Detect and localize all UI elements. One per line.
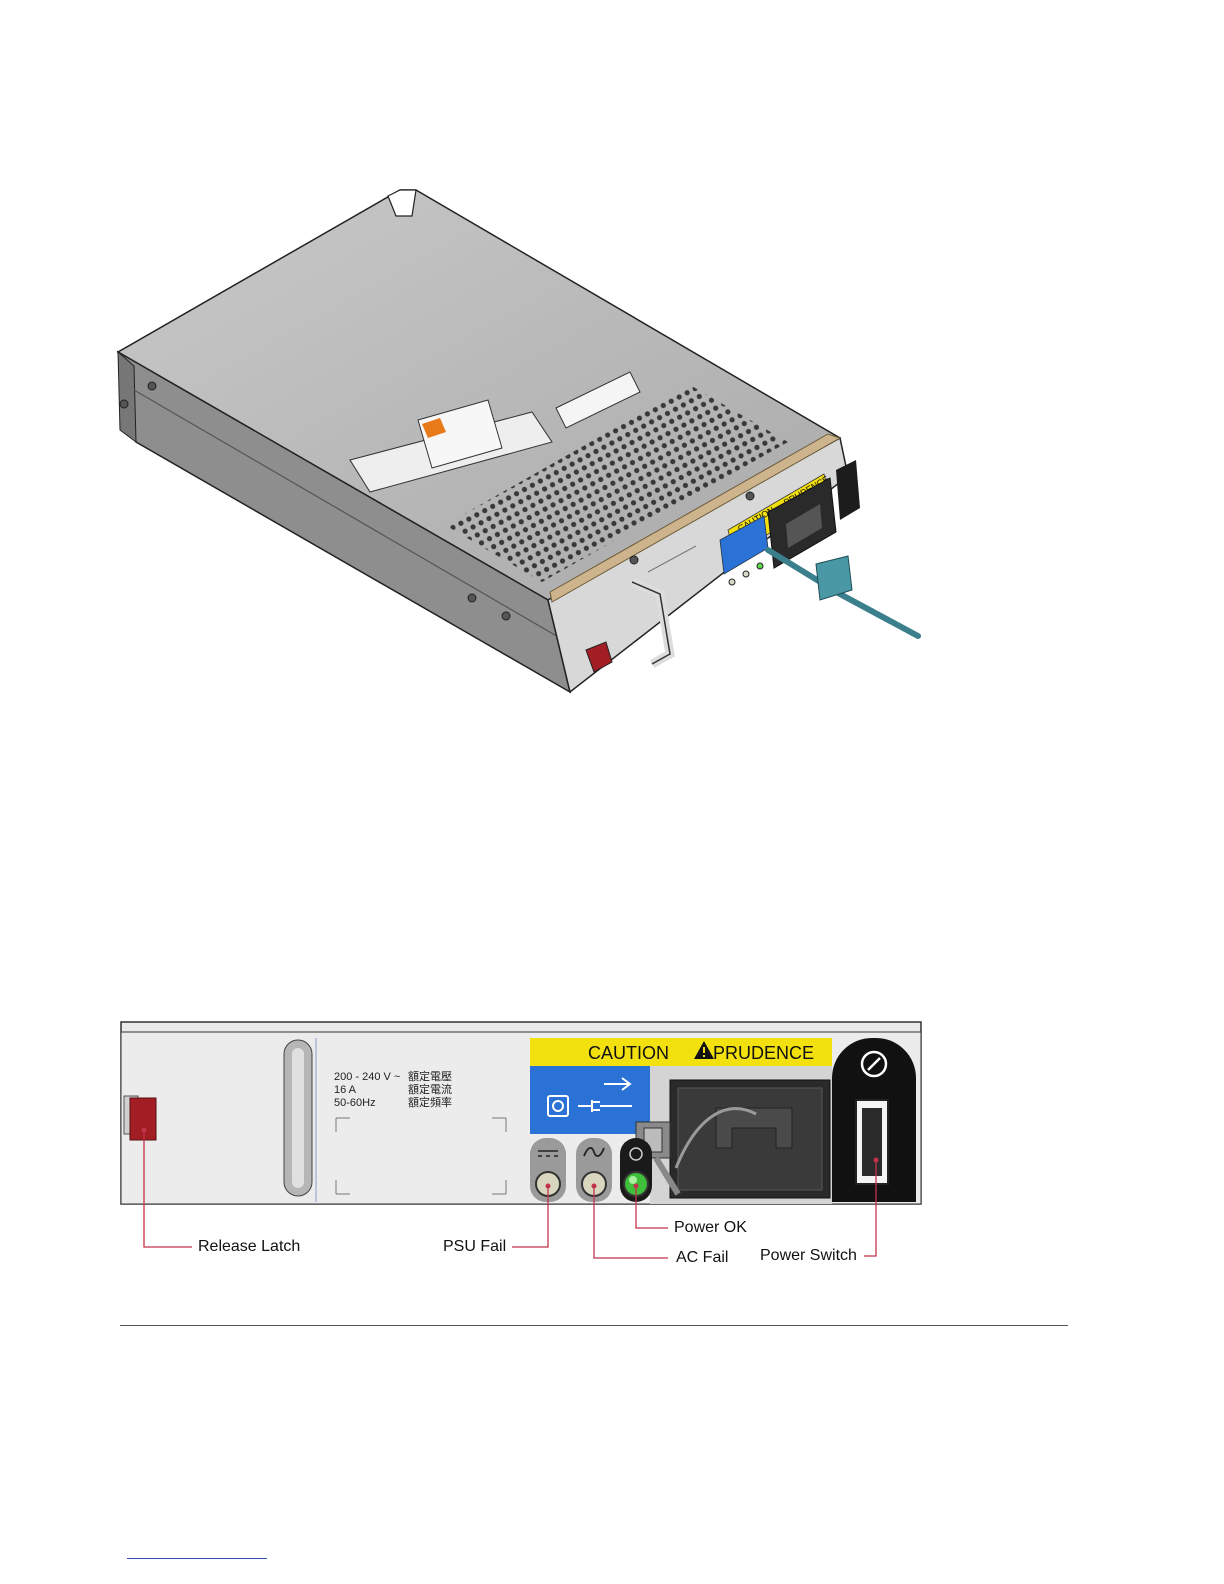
footer-link-underline[interactable] bbox=[127, 1558, 267, 1559]
power-ok-led bbox=[624, 1172, 648, 1196]
release-latch-label: Release Latch bbox=[198, 1238, 300, 1256]
rating-current: 16 A bbox=[334, 1084, 357, 1096]
ac-fail-led bbox=[582, 1172, 606, 1196]
psu-fail-led bbox=[536, 1172, 560, 1196]
rating-frequency: 50-60Hz bbox=[334, 1097, 376, 1109]
psu-fail-label: PSU Fail bbox=[443, 1238, 506, 1256]
rating-frequency-cjk: 額定頻率 bbox=[408, 1095, 452, 1109]
rating-voltage: 200 - 240 V ~ bbox=[334, 1071, 400, 1083]
psu-isometric-illustration: CAUTION PRUDENCE bbox=[100, 180, 940, 710]
ac-fail-label: AC Fail bbox=[676, 1249, 728, 1267]
prudence-text: PRUDENCE bbox=[713, 1043, 814, 1063]
caution-text: CAUTION bbox=[588, 1043, 669, 1063]
psu-rear-panel: 200 - 240 V ~ 額定電壓 16 A 額定電流 50-60Hz 額定頻… bbox=[116, 1018, 928, 1208]
rating-current-cjk: 額定電流 bbox=[408, 1082, 452, 1096]
power-ok-label: Power OK bbox=[674, 1219, 747, 1237]
rating-voltage-cjk: 額定電壓 bbox=[408, 1069, 452, 1083]
footer-divider bbox=[120, 1325, 1068, 1326]
power-switch-label: Power Switch bbox=[760, 1247, 857, 1265]
release-latch bbox=[130, 1098, 156, 1140]
